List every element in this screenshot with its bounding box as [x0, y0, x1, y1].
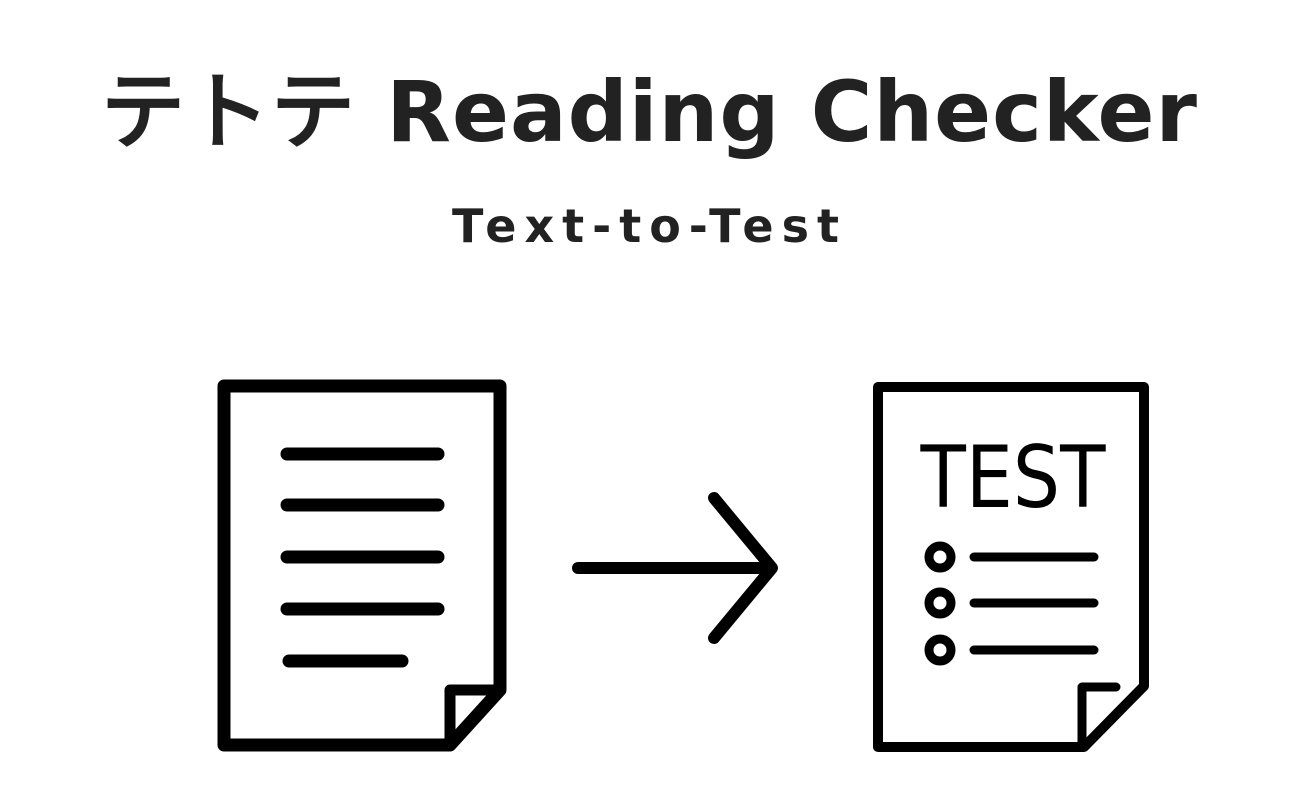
arrow-right-icon: [572, 492, 778, 644]
test-sheet-icon: TEST: [873, 382, 1149, 752]
test-label: TEST: [920, 428, 1106, 528]
document-text-icon: [217, 379, 507, 752]
app-subtitle: Text-to-Test: [452, 199, 847, 253]
app-title: テトテ Reading Checker: [101, 63, 1198, 161]
